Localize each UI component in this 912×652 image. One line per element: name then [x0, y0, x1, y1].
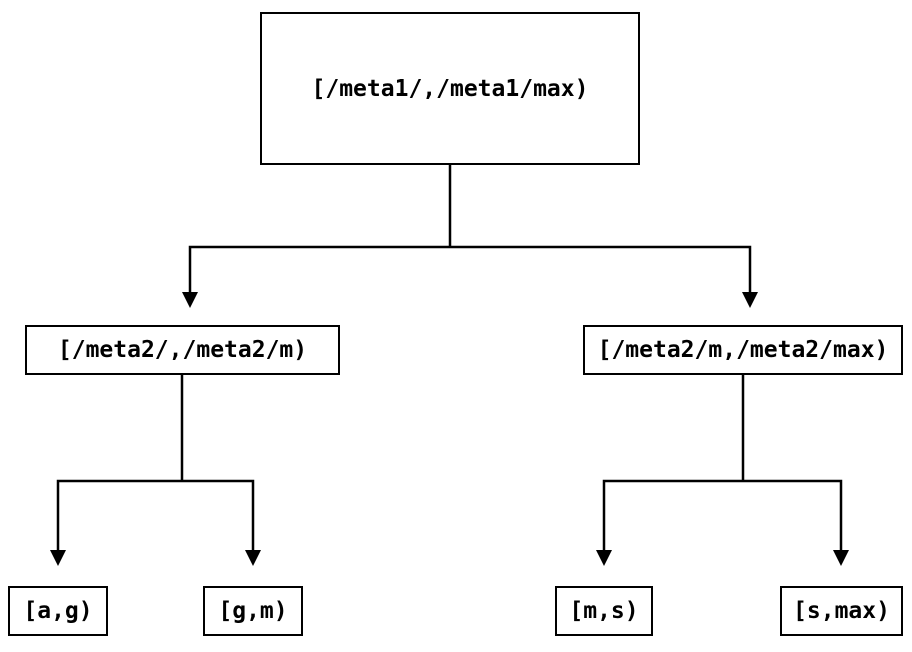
- edge-root-crossbar: [188, 245, 752, 292]
- node-meta2-left: [/meta2/,/meta2/m): [25, 325, 340, 375]
- arrowhead-icon: [596, 550, 612, 566]
- node-leaf-gm-label: [g,m): [218, 598, 288, 624]
- arrowhead-icon: [50, 550, 66, 566]
- node-leaf-ag: [a,g): [8, 586, 108, 636]
- edge-left-crossbar: [56, 479, 255, 550]
- arrowhead-icon: [182, 292, 198, 308]
- node-leaf-ag-label: [a,g): [23, 598, 93, 624]
- node-meta2-right-label: [/meta2/m,/meta2/max): [597, 337, 889, 363]
- node-meta2-left-label: [/meta2/,/meta2/m): [57, 337, 308, 363]
- node-leaf-smax-label: [s,max): [793, 598, 890, 624]
- node-root: [/meta1/,/meta1/max): [260, 12, 640, 165]
- node-meta2-right: [/meta2/m,/meta2/max): [583, 325, 903, 375]
- node-leaf-smax: [s,max): [780, 586, 903, 636]
- node-leaf-ms-label: [m,s): [569, 598, 639, 624]
- arrowhead-icon: [245, 550, 261, 566]
- node-leaf-gm: [g,m): [203, 586, 303, 636]
- arrowhead-icon: [833, 550, 849, 566]
- edge-right-crossbar: [602, 479, 843, 550]
- node-root-label: [/meta1/,/meta1/max): [311, 75, 589, 102]
- node-leaf-ms: [m,s): [555, 586, 653, 636]
- arrowhead-icon: [742, 292, 758, 308]
